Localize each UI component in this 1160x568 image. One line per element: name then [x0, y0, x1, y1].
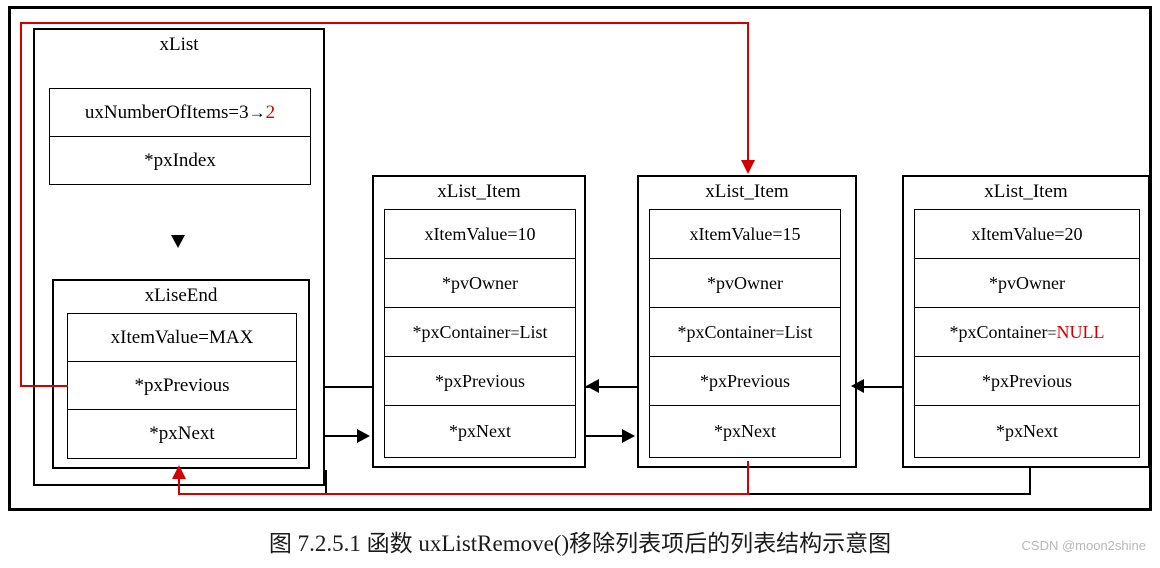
struct-xlist: xList uxNumberOfItems=3→2 *pxIndex xLise… [33, 28, 325, 486]
connector-item3-next-up [325, 470, 327, 495]
field-item3-xitemvalue: xItemValue=20 [915, 210, 1139, 259]
struct-xliseend: xLiseEnd xItemValue=MAX *pxPrevious *pxN… [52, 279, 310, 469]
connector-item3-next-down [1029, 461, 1031, 495]
arrowhead-item1-next [622, 429, 635, 443]
field-pxindex: *pxIndex [144, 150, 216, 171]
struct-xliseend-title: xLiseEnd [144, 285, 218, 306]
struct-item2-title: xList_Item [705, 181, 789, 202]
arrowhead-item2-prev [586, 379, 599, 393]
field-item2-xitemvalue: xItemValue=15 [650, 210, 840, 259]
red-connector-item2-next-down [747, 461, 749, 495]
field-item1-pxcontainer-op: = [510, 325, 520, 342]
field-item3-pxnext: *pxNext [996, 421, 1058, 441]
struct-xlist-item-15: xList_Item xItemValue=15 *pvOwner *pxCon… [637, 175, 857, 468]
struct-item2-fields: xItemValue=15 *pvOwner *pxContainer=List… [649, 209, 841, 458]
struct-xliseend-fields: xItemValue=MAX *pxPrevious *pxNext [67, 313, 297, 459]
field-uxnumberofitems-after: 2 [265, 102, 276, 123]
arrowhead-end-next [357, 429, 370, 443]
outer-border [8, 6, 1152, 511]
struct-xlist-item-10: xList_Item xItemValue=10 *pvOwner *pxCon… [372, 175, 586, 468]
field-item2-pxnext: *pxNext [714, 421, 776, 441]
arrowhead-item3-prev [851, 379, 864, 393]
field-item1-xitemvalue: xItemValue=10 [385, 210, 575, 259]
struct-xlist-item-20: xList_Item xItemValue=20 *pvOwner *pxCon… [902, 175, 1150, 468]
red-connector-top [20, 22, 749, 24]
watermark: CSDN @moon2shine [1021, 538, 1146, 553]
field-item1-pxcontainer: *pxContainer=List [385, 308, 575, 357]
red-connector-up-to-listend [178, 478, 180, 495]
field-item1-pxcontainer-after: List [519, 322, 548, 342]
field-xitemvalue-max: xItemValue=MAX [68, 314, 296, 362]
field-item3-pxprevious: *pxPrevious [915, 357, 1139, 406]
field-item1-pvowner: *pvOwner [385, 259, 575, 308]
field-item3-pvowner: *pvOwner [915, 259, 1139, 308]
field-end-pxprevious: *pxPrevious [68, 362, 296, 410]
connector-item3-prev-to-item2 [851, 386, 902, 388]
red-connector-down-to-item2 [747, 22, 749, 162]
red-arrowhead-into-listend [172, 465, 186, 479]
field-item2-pxcontainer-before: *pxContainer [677, 322, 776, 342]
arrowhead-pxindex-down [171, 235, 185, 248]
field-item1-pxprevious: *pxPrevious [385, 357, 575, 406]
change-arrow-icon: → [248, 103, 266, 122]
struct-xlist-fields: uxNumberOfItems=3→2 *pxIndex [49, 88, 311, 185]
struct-item1-title: xList_Item [437, 181, 521, 202]
figure-caption: 图 7.2.5.1 函数 uxListRemove()移除列表项后的列表结构示意… [268, 531, 892, 556]
field-item2-pxcontainer-after: List [784, 322, 813, 342]
red-connector-end-prev-up [20, 22, 22, 387]
field-item1-pxnext: *pxNext [449, 421, 511, 441]
field-item3-pxcontainer-after: NULL [1056, 322, 1105, 342]
field-uxnumberofitems: uxNumberOfItems=3→2 [50, 89, 310, 137]
field-item1-pxcontainer-before: *pxContainer [412, 322, 511, 342]
struct-xlist-title: xList [159, 34, 199, 55]
field-item3-pxcontainer-before: *pxContainer [949, 322, 1048, 342]
field-item3-pxcontainer-op: = [1047, 325, 1057, 342]
red-arrowhead-into-item2 [741, 160, 755, 174]
struct-item3-fields: xItemValue=20 *pvOwner *pxContainer=NULL… [914, 209, 1140, 458]
field-item3-pxcontainer: *pxContainer=NULL [915, 308, 1139, 357]
field-item2-pxcontainer-op: = [775, 325, 785, 342]
connector-item1-next-to-item2 [586, 435, 624, 437]
connector-item2-prev-to-item1 [586, 386, 637, 388]
field-item2-pxcontainer: *pxContainer=List [650, 308, 840, 357]
red-connector-end-prev-left [20, 385, 68, 387]
field-item2-pvowner: *pvOwner [650, 259, 840, 308]
struct-item3-title: xList_Item [984, 181, 1068, 202]
field-item2-pxprevious: *pxPrevious [650, 357, 840, 406]
struct-item1-fields: xItemValue=10 *pvOwner *pxContainer=List… [384, 209, 576, 458]
field-end-pxnext: *pxNext [149, 423, 215, 444]
red-connector-bottom [178, 493, 749, 495]
field-uxnumberofitems-before: uxNumberOfItems=3 [84, 102, 249, 123]
